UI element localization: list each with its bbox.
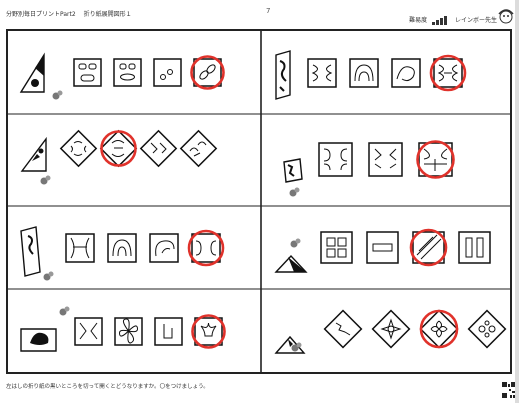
answer-option-circled	[431, 56, 465, 90]
answer-option	[308, 59, 336, 87]
answer-option	[154, 59, 181, 86]
answer-option	[181, 131, 216, 166]
answer-option-circled	[189, 231, 223, 265]
answer-option-circled	[411, 230, 446, 265]
answer-option	[469, 311, 506, 348]
folded-paper-icon	[21, 55, 44, 92]
answer-option-circled	[418, 142, 454, 178]
answer-option	[325, 311, 362, 348]
problem-grid	[8, 31, 510, 372]
crab-mascot-icon	[291, 239, 301, 248]
answer-option-circled	[101, 131, 136, 166]
problem-left-1	[21, 55, 224, 100]
answer-option	[150, 234, 178, 262]
folded-paper-icon	[284, 159, 302, 182]
crab-mascot-icon	[60, 307, 70, 316]
answer-option	[392, 59, 420, 87]
folded-paper-icon	[22, 139, 46, 171]
problem-left-4	[21, 307, 225, 352]
problem-left-3	[21, 227, 223, 281]
folded-paper-icon	[276, 51, 290, 99]
answer-option	[141, 131, 176, 166]
answer-option	[321, 232, 352, 263]
answer-option-circled	[193, 316, 225, 348]
answer-option	[319, 143, 352, 176]
series-title: 分野別毎日プリントPart2	[6, 11, 76, 18]
difficulty-label: 難易度	[409, 17, 427, 24]
problem-left-2	[22, 131, 216, 185]
problem-right-4	[276, 311, 505, 353]
header-titles: 分野別毎日プリントPart2 折り紙展開図形１	[6, 9, 138, 18]
header-meta: 難易度 レインボー先生	[409, 15, 497, 25]
problem-frame	[6, 29, 512, 374]
difficulty-bars-icon	[432, 16, 450, 25]
problem-right-3	[276, 230, 490, 272]
folded-paper-icon	[21, 227, 40, 276]
crab-mascot-icon	[41, 176, 51, 185]
problem-right-2	[284, 142, 454, 197]
crab-mascot-icon	[53, 91, 63, 100]
folded-paper-icon	[21, 329, 56, 351]
instructions-text: 左はしの折り紙の黒いところを切って開くとどうなりますか。〇をつけましょう。	[6, 382, 209, 390]
answer-option	[61, 131, 96, 166]
problem-right-1	[276, 51, 465, 99]
page-number: 7	[266, 7, 270, 15]
folded-paper-icon	[276, 256, 306, 272]
answer-option	[108, 234, 136, 262]
answer-option	[114, 59, 141, 86]
crab-mascot-icon	[44, 272, 54, 281]
answer-option	[74, 59, 101, 86]
answer-option-circled	[192, 57, 224, 89]
answer-option	[155, 318, 182, 345]
crab-mascot-icon	[290, 188, 300, 197]
answer-option	[66, 234, 94, 262]
worksheet-title: 折り紙展開図形１	[84, 11, 132, 18]
answer-option	[367, 232, 398, 263]
answer-option	[459, 232, 490, 263]
answer-option	[350, 59, 378, 87]
answer-option	[75, 318, 102, 345]
answer-option	[369, 143, 402, 176]
answer-option-circled	[421, 311, 458, 348]
teacher-mascot-icon	[497, 8, 515, 25]
answer-option	[373, 311, 410, 348]
author-label: レインボー先生	[455, 17, 497, 24]
page-edge-shadow	[515, 0, 519, 403]
answer-option	[115, 318, 142, 345]
